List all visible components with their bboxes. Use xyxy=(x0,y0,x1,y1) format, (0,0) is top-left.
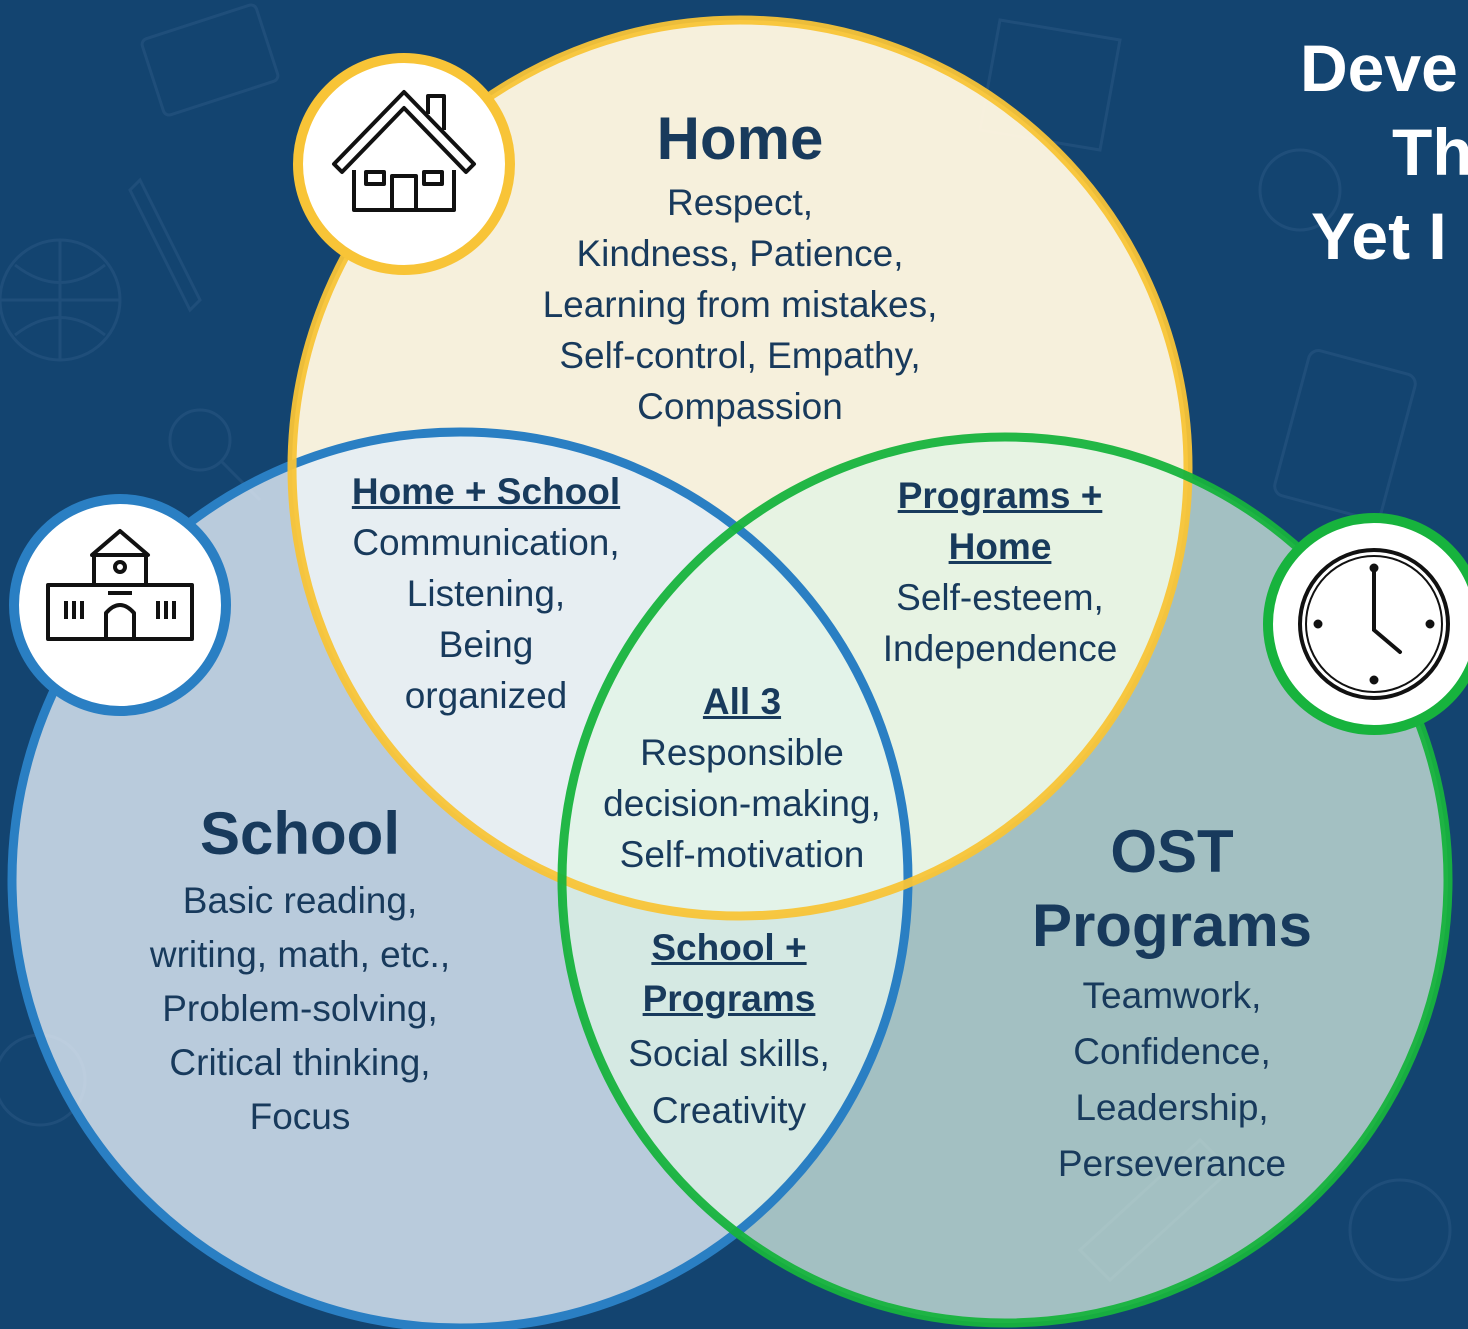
home-school-trait: Communication, xyxy=(352,522,620,563)
school-traits: Basic reading, writing, math, etc., Prob… xyxy=(80,874,520,1144)
house-icon xyxy=(332,90,476,212)
all3-title: All 3 xyxy=(702,681,782,722)
home-icon-badge xyxy=(292,52,516,281)
home-school-trait: Listening, xyxy=(406,573,566,614)
title-line-3: Yet I xyxy=(1311,199,1447,273)
programs-home-title-1: Programs + xyxy=(897,475,1103,516)
all3-trait: Self-motivation xyxy=(619,834,865,875)
school-section: School Basic reading, writing, math, etc… xyxy=(80,800,520,1144)
title-line-1: Deve xyxy=(1300,31,1458,105)
programs-icon-badge xyxy=(1262,512,1468,741)
programs-traits: Teamwork, Confidence, Leadership, Persev… xyxy=(972,968,1372,1192)
school-trait: Basic reading, xyxy=(182,880,418,921)
programs-section: OST Programs Teamwork, Confidence, Leade… xyxy=(972,816,1372,1192)
all3-trait: Responsible xyxy=(640,732,844,773)
programs-home-section: Programs + Home Self-esteem, Independenc… xyxy=(840,470,1160,674)
programs-trait: Confidence, xyxy=(1073,1031,1271,1072)
school-programs-title-1: School + xyxy=(651,927,807,968)
home-circle-outline xyxy=(287,15,1193,921)
home-trait: Learning from mistakes, xyxy=(542,284,938,325)
school-trait: writing, math, etc., xyxy=(149,934,451,975)
school-building-icon xyxy=(46,529,194,641)
home-section: Home Respect, Kindness, Patience, Learni… xyxy=(500,105,980,432)
slide-title-line-2: Th xyxy=(1392,110,1468,194)
programs-circle-outline xyxy=(557,432,1453,1328)
title-line-2: Th xyxy=(1392,115,1468,189)
programs-home-trait: Independence xyxy=(882,628,1118,669)
programs-title-1: OST xyxy=(1110,818,1234,885)
school-programs-trait: Social skills, xyxy=(628,1033,830,1074)
school-title: School xyxy=(199,800,400,867)
school-programs-trait: Creativity xyxy=(651,1090,807,1131)
school-programs-title-2: Programs xyxy=(642,978,816,1019)
programs-trait: Leadership, xyxy=(1075,1087,1269,1128)
magnifier-doodle-icon xyxy=(168,408,232,472)
programs-title-2: Programs xyxy=(1031,892,1313,959)
clock-icon xyxy=(1298,548,1450,700)
globe-doodle-lines xyxy=(0,240,120,360)
home-traits: Respect, Kindness, Patience, Learning fr… xyxy=(500,177,980,432)
home-title: Home xyxy=(656,105,824,172)
school-trait: Problem-solving, xyxy=(162,988,438,1029)
clock-doodle-icon xyxy=(1348,1178,1452,1282)
all3-trait: decision-making, xyxy=(603,783,881,824)
home-trait: Self-control, Empathy, xyxy=(559,335,921,376)
tablet-doodle-icon xyxy=(1273,349,1417,521)
home-school-title: Home + School xyxy=(351,471,621,512)
home-school-trait: organized xyxy=(404,675,568,716)
programs-trait: Teamwork, xyxy=(1082,975,1262,1016)
all3-section: All 3 Responsible decision-making, Self-… xyxy=(572,676,912,880)
home-school-trait: Being xyxy=(438,624,534,665)
school-icon-badge xyxy=(8,493,232,722)
home-school-section: Home + School Communication, Listening, … xyxy=(306,466,666,721)
book-doodle-icon xyxy=(140,3,280,117)
school-programs-section: School + Programs Social skills, Creativ… xyxy=(589,922,869,1136)
home-trait: Kindness, Patience, xyxy=(576,233,904,274)
home-trait: Respect, xyxy=(666,182,813,223)
programs-home-title-2: Home xyxy=(948,526,1052,567)
ball-doodle-icon xyxy=(1258,148,1342,232)
school-trait: Focus xyxy=(249,1096,351,1137)
slide-title-line-3: Yet I xyxy=(1311,194,1447,278)
programs-home-trait: Self-esteem, xyxy=(896,577,1104,618)
pencil-doodle-icon xyxy=(128,177,202,313)
school-trait: Critical thinking, xyxy=(169,1042,431,1083)
home-trait: Compassion xyxy=(637,386,843,427)
slide-title: Deve xyxy=(1300,26,1458,110)
programs-circle xyxy=(562,437,1448,1323)
programs-trait: Perseverance xyxy=(1057,1143,1287,1184)
